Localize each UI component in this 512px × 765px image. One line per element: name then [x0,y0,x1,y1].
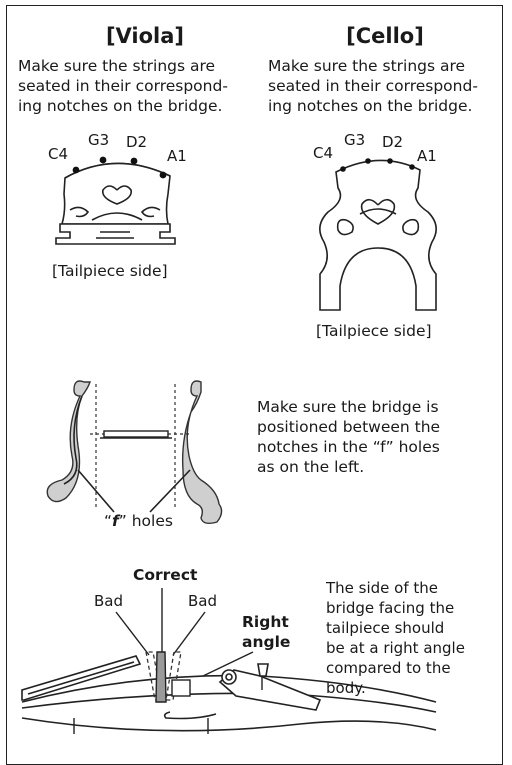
viola-caption: [Tailpiece side] [52,262,168,280]
angle-instruction-line: bridge facing the [326,599,455,617]
cello-instruction-line: Make sure the strings are [268,57,466,75]
f-holes-instruction: Make sure the bridge is positioned betwe… [257,397,497,477]
angle-instruction-line: body. [326,679,366,697]
cello-notch-g3 [365,158,371,164]
right-angle-label: Right angle [242,612,290,652]
correct-label: Correct [133,566,198,584]
viola-instruction-line: seated in their correspond- [18,77,228,95]
f-holes-instruction-line: notches in the “f” holes [257,438,440,456]
cello-notch-d2 [387,158,393,164]
viola-heading: [Viola] [105,24,185,48]
f-holes-label-open-quote: “ [104,512,113,530]
bad-left-label: Bad [94,592,124,610]
f-holes-label-suffix: ” holes [118,512,173,530]
f-holes-diagram [46,380,223,525]
f-holes-instruction-line: positioned between the [257,418,441,436]
f-holes-label-f: f [112,512,119,530]
viola-notch-d2 [130,157,138,165]
viola-instruction-line: Make sure the strings are [18,57,216,75]
viola-instruction-line: ing notches on the bridge. [18,97,223,115]
angle-instruction: The side of the bridge facing the tailpi… [326,578,506,698]
f-holes-instruction-line: Make sure the bridge is [257,398,439,416]
viola-instruction: Make sure the strings are seated in thei… [18,56,258,116]
cello-caption: [Tailpiece side] [316,322,432,340]
viola-notch-g3 [99,156,107,164]
cello-string-a1-label: A1 [417,147,437,165]
viola-notch-c4 [72,166,80,174]
angle-instruction-line: tailpiece should [326,619,445,637]
right-angle-label-line: angle [242,633,291,651]
f-holes-label: “f” holes [104,512,173,530]
viola-string-d2-label: D2 [126,133,148,151]
cello-instruction: Make sure the strings are seated in thei… [268,56,508,116]
right-angle-label-line: Right [242,613,289,631]
cello-bridge-diagram [319,158,437,311]
cello-notch-c4 [340,166,346,172]
cello-heading: [Cello] [346,24,424,48]
cello-instruction-line: ing notches on the bridge. [268,97,473,115]
cello-instruction-line: seated in their correspond- [268,77,478,95]
viola-string-a1-label: A1 [167,147,187,165]
f-holes-instruction-line: as on the left. [257,458,365,476]
viola-string-g3-label: G3 [88,131,110,149]
angle-instruction-line: The side of the [326,579,439,597]
angle-instruction-line: compared to the [326,659,451,677]
bad-right-label: Bad [188,592,218,610]
cello-string-d2-label: D2 [382,133,404,151]
angle-instruction-line: be at a right angle [326,639,465,657]
bridge-angle-diagram [21,588,437,734]
cello-string-g3-label: G3 [344,131,366,149]
viola-notch-a1 [159,171,167,179]
viola-string-c4-label: C4 [48,145,69,163]
viola-bridge-diagram [55,156,176,245]
cello-string-c4-label: C4 [313,144,334,162]
cello-notch-a1 [409,164,415,170]
